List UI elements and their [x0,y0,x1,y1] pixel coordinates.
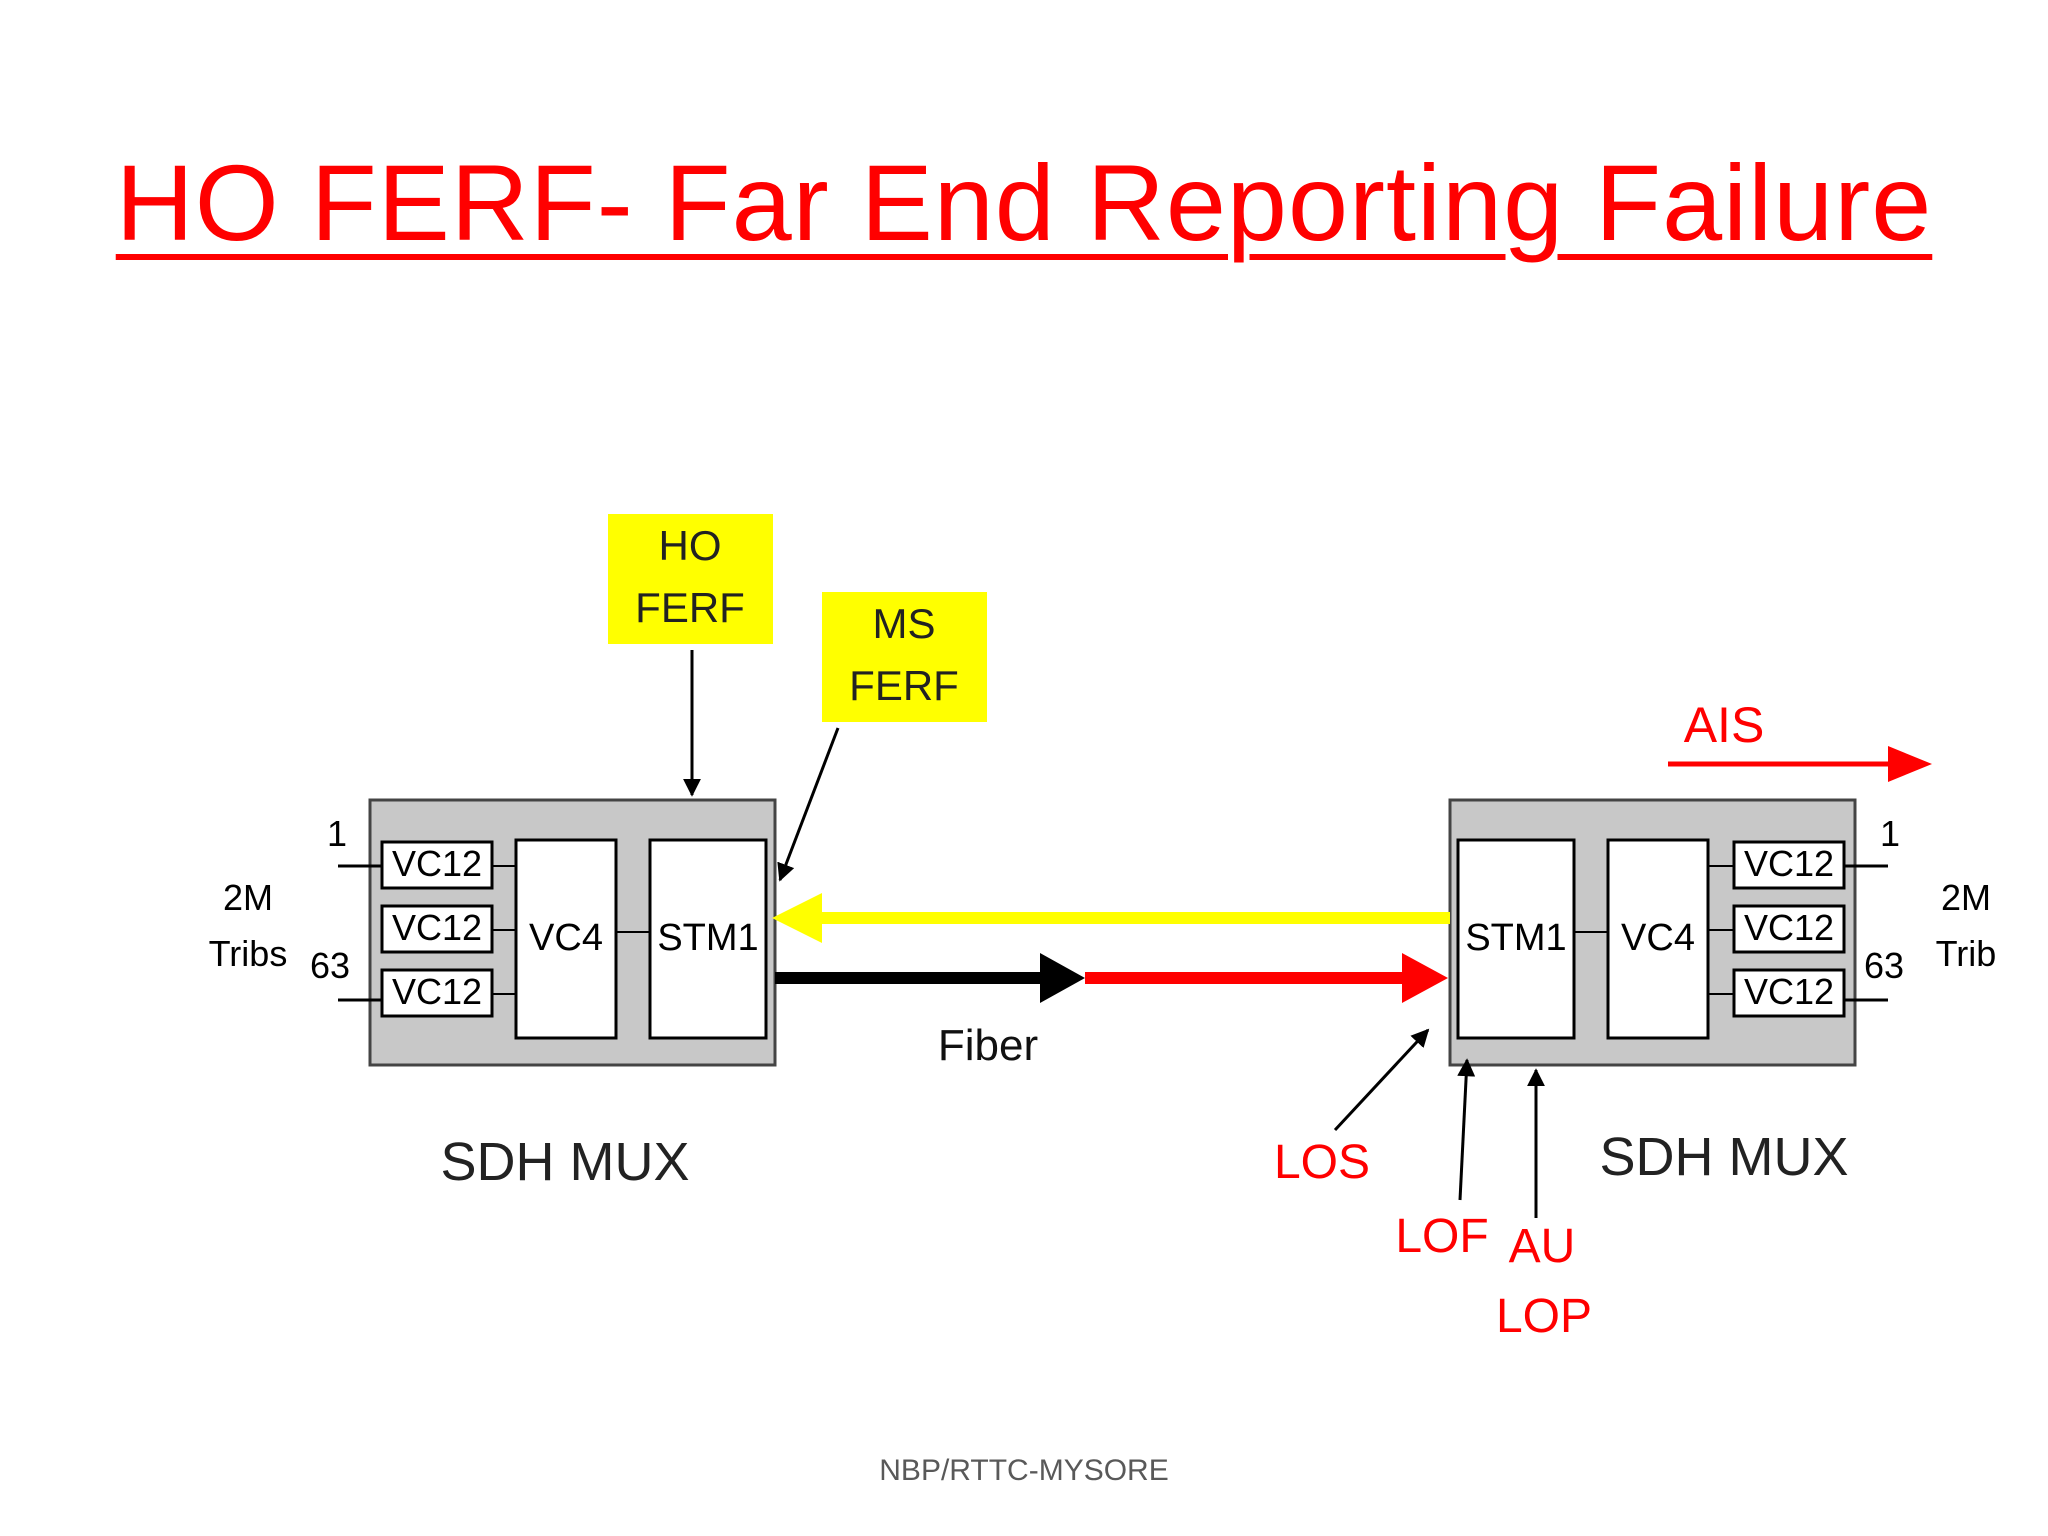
fiber-black-arrowhead [1040,953,1085,1003]
ms-ferf-callout-line2: FERF [849,662,959,709]
lof-alarm-label: LOF [1395,1210,1488,1263]
right-vc12-label-2: VC12 [1744,907,1834,948]
right-trib-number-63: 63 [1864,945,1904,986]
ais-arrowhead [1888,746,1932,782]
right-stm1-label: STM1 [1465,917,1566,959]
left-sdh-mux: VC12 VC12 VC12 VC4 STM1 1 63 2M Tribs SD… [209,798,777,1192]
right-vc12-box-2 [1732,904,1846,954]
left-stm1-label: STM1 [657,917,758,959]
right-tribs-label-line1: 2M [1941,877,1991,918]
left-mux-caption: SDH MUX [440,1132,689,1192]
right-vc4-box [1606,838,1710,1040]
left-vc4-label: VC4 [529,917,603,959]
right-tribs-label-line2: Trib [1936,933,1997,974]
right-vc12-box-1 [1732,840,1846,890]
ais-alarm-label: AIS [1684,697,1765,753]
left-vc12-label-1: VC12 [392,843,482,884]
ms-ferf-pointer [777,727,840,882]
slide-footer: NBP/RTTC-MYSORE [879,1454,1169,1487]
left-trib-number-63: 63 [310,945,350,986]
right-stm1-box [1456,838,1576,1040]
left-trib-number-1: 1 [327,813,347,854]
right-sdh-mux: STM1 VC4 VC12 VC12 VC12 1 63 2M Trib SDH… [1448,798,1997,1187]
left-tribs-label-line2: Tribs [209,933,288,974]
right-trib-number-1: 1 [1880,813,1900,854]
fiber-label: Fiber [938,1021,1038,1070]
au-lop-alarm-label-line2: LOP [1496,1290,1592,1343]
ms-ferf-callout-box [822,592,987,722]
left-vc12-box-2 [380,904,494,954]
left-vc4-box [514,838,618,1040]
right-vc12-box-3 [1732,968,1846,1018]
ms-ferf-callout-line1: MS [873,600,936,647]
ho-ferf-callout-line2: FERF [635,584,745,631]
right-vc4-label: VC4 [1621,917,1695,959]
au-lop-alarm-label-line1: AU [1509,1220,1576,1273]
left-stm1-box [648,838,768,1040]
return-path-yellow-arrowhead [772,893,822,943]
right-mux-caption: SDH MUX [1599,1127,1848,1187]
slide-title: HO FERF- Far End Reporting Failure [115,142,1933,263]
ho-ferf-callout-line1: HO [659,522,722,569]
left-vc12-label-3: VC12 [392,971,482,1012]
left-vc12-label-2: VC12 [392,907,482,948]
left-tribs-label-line1: 2M [223,877,273,918]
ho-ferf-callout-box [608,514,773,644]
fiber-red-arrowhead [1402,953,1448,1003]
los-pointer [1333,1028,1430,1132]
lof-pointer [1457,1058,1476,1201]
right-vc12-label-3: VC12 [1744,971,1834,1012]
right-vc12-label-1: VC12 [1744,843,1834,884]
los-alarm-label: LOS [1274,1136,1370,1189]
